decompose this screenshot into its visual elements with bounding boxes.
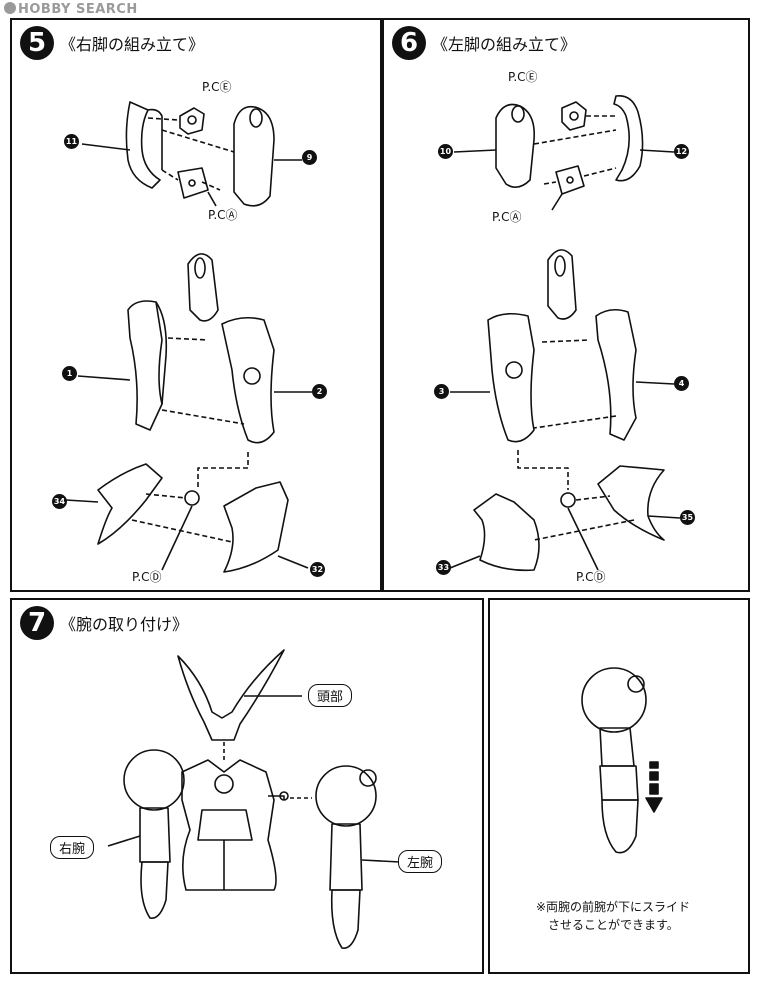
pc-d-shape [560, 492, 576, 508]
step7-title: 《腕の取り付け》 [60, 615, 189, 634]
step7-header: 7 《腕の取り付け》 [20, 606, 188, 640]
part-12-badge: 12 [674, 144, 689, 159]
part-4-shape [595, 308, 637, 441]
pc-a-label: P.CⒶ [208, 208, 238, 222]
step5-title: 《右脚の組み立て》 [60, 35, 205, 54]
part-34-badge: 34 [52, 494, 67, 509]
right-arm-label: 右腕 [50, 836, 95, 859]
hand-shape [601, 799, 639, 854]
note-line-1: ※両腕の前腕が下にスライド [536, 900, 691, 914]
part-35-shape [597, 465, 665, 541]
part-12-shape [613, 95, 644, 182]
note-panel: ※両腕の前腕が下にスライド させることができます。 [488, 598, 750, 974]
note-text: ※両腕の前腕が下にスライド させることができます。 [536, 898, 690, 934]
part-10-badge: 10 [438, 144, 453, 159]
part-1-badge: 1 [62, 366, 77, 381]
left-arm-label: 左腕 [398, 850, 443, 873]
left-shoulder-shape [315, 765, 377, 827]
step6-title: 《左脚の組み立て》 [432, 35, 577, 54]
part-4-badge: 4 [674, 376, 689, 391]
left-forearm-shape [329, 823, 363, 891]
pc-a-label: P.CⒶ [492, 210, 522, 224]
forearm-slide-illustration [581, 667, 663, 854]
right-shoulder-shape [123, 749, 185, 811]
pc-a-shape [555, 165, 585, 195]
step6-illustration [449, 95, 681, 572]
part-10-shape [495, 103, 536, 188]
part-35-badge: 35 [680, 510, 695, 525]
forearm-shape [599, 765, 639, 801]
part-2-shape [221, 316, 275, 444]
pc-e-label: P.CⒺ [202, 80, 232, 94]
pc-d-label: P.CⒹ [132, 570, 162, 584]
part-33-badge: 33 [436, 560, 451, 575]
part-2-badge: 2 [312, 384, 327, 399]
right-hand-shape [140, 861, 169, 919]
part-3-badge: 3 [434, 384, 449, 399]
upper-shell-shape [187, 253, 219, 322]
part-1-shape [127, 300, 163, 431]
part-33-shape [473, 493, 540, 572]
part-9-shape [233, 105, 275, 207]
step5-illustration [65, 101, 312, 573]
pc-e-label: P.CⒺ [508, 70, 538, 84]
pc-e-shape [561, 101, 587, 131]
shoulder-shape [581, 667, 647, 733]
part-32-shape [223, 481, 289, 573]
slide-arrow-icon [645, 797, 663, 813]
right-forearm-shape [139, 807, 171, 863]
torso-shape [181, 759, 277, 891]
part-9-badge: 9 [302, 150, 317, 165]
left-hand-shape [330, 889, 361, 949]
step5-header: 5 《右脚の組み立て》 [20, 26, 204, 60]
logo-icon [4, 2, 16, 14]
pc-d-shape [184, 490, 200, 506]
watermark: HOBBY SEARCH [4, 2, 138, 17]
part-34-shape [97, 463, 163, 545]
part-32-badge: 32 [310, 562, 325, 577]
step5-panel: 5 《右脚の組み立て》 [10, 18, 382, 592]
upper-arm-shape [599, 727, 635, 767]
step5-number: 5 [20, 26, 54, 60]
step7-illustration [107, 649, 401, 949]
part-11-badge: 11 [64, 134, 79, 149]
step7-number: 7 [20, 606, 54, 640]
upper-shell-shape [547, 249, 577, 320]
step7-panel: 7 《腕の取り付け》 頭部 右腕 左腕 [10, 598, 484, 974]
pc-d-label: P.CⒹ [576, 570, 606, 584]
step6-header: 6 《左脚の組み立て》 [392, 26, 576, 60]
step6-panel: 6 《左脚の組み立て》 [382, 18, 750, 592]
note-line-2: させることができます。 [548, 918, 679, 932]
head-label: 頭部 [308, 684, 353, 707]
pc-e-shape [179, 107, 205, 135]
part-11-shape [125, 101, 161, 189]
step6-number: 6 [392, 26, 426, 60]
part-3-shape [487, 312, 535, 443]
pc-a-shape [177, 167, 209, 199]
watermark-text: HOBBY SEARCH [18, 2, 138, 17]
head-shape [177, 649, 285, 741]
